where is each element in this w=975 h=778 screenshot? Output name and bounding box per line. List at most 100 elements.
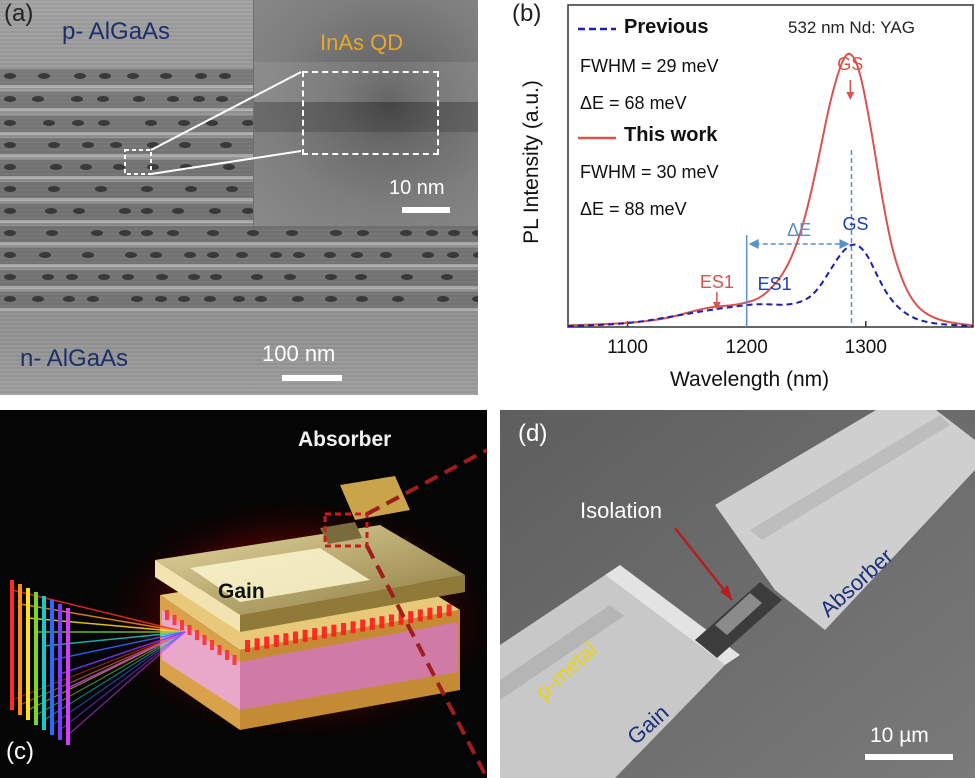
legend-this-work-swatch [578, 136, 616, 140]
quantum-dot [43, 120, 55, 126]
quantum-dot [216, 96, 228, 102]
quantum-dot [125, 252, 137, 258]
quantum-dot [119, 230, 131, 236]
x-tick-label: 1200 [726, 337, 768, 358]
quantum-dot [401, 274, 413, 280]
quantum-dot [156, 274, 168, 280]
quantum-dot [392, 296, 404, 302]
quantum-dot [286, 230, 298, 236]
spectrum-ray [27, 617, 186, 633]
gs-blue-label: GS [842, 214, 868, 234]
quantum-dot [4, 252, 16, 258]
grating-tooth [302, 629, 308, 642]
spectrum-ray [51, 631, 186, 661]
quantum-dot [209, 208, 221, 214]
quantum-dot [207, 230, 219, 236]
quantum-dot [4, 164, 16, 170]
grating-tooth [321, 626, 327, 639]
quantum-dot [160, 73, 172, 79]
panel-b-label: (b) [512, 0, 542, 27]
quantum-dot [91, 230, 103, 236]
quantum-dot [251, 274, 263, 280]
bottom-layer-label: n- AlGaAs [20, 345, 129, 372]
absorber-label-c: Absorber [298, 428, 392, 451]
quantum-dot [82, 142, 94, 148]
spacer-line [0, 286, 478, 289]
quantum-dot [255, 296, 267, 302]
quantum-dot [355, 274, 367, 280]
quantum-dot [400, 230, 412, 236]
quantum-dot [380, 252, 392, 258]
quantum-dot [242, 120, 254, 126]
grating-tooth [417, 609, 423, 622]
panel-a-tem-image: InAs QD 10 nm (a) p- AlGaAs n- AlGaAs 10… [0, 0, 478, 395]
legend-previous-de: ΔE = 68 meV [580, 93, 687, 113]
quantum-dot [357, 230, 369, 236]
quantum-dot [66, 274, 78, 280]
es1-red-label: ES1 [700, 272, 734, 292]
grating-tooth [264, 636, 270, 649]
quantum-dot [119, 208, 131, 214]
quantum-dot [63, 296, 75, 302]
grating-tooth [195, 630, 199, 640]
quantum-dot [441, 274, 453, 280]
quantum-dot [4, 142, 16, 148]
quantum-dot [184, 252, 196, 258]
spectrum-ray [67, 631, 186, 689]
quantum-dot [167, 96, 179, 102]
quantum-dot [270, 252, 282, 258]
quantum-dot [219, 73, 231, 79]
grating-tooth [283, 633, 289, 646]
spectrum-ray [19, 603, 186, 633]
quantum-dot [330, 230, 342, 236]
quantum-dot [113, 164, 125, 170]
spectrum-ray [67, 631, 186, 736]
quantum-dot [324, 252, 336, 258]
quantum-dot [72, 120, 84, 126]
spectrum-ray [11, 631, 186, 701]
spacer-line [0, 220, 478, 223]
main-scale-label: 100 nm [262, 341, 336, 366]
legend-this-work-fwhm: FWHM = 30 meV [580, 162, 719, 182]
quantum-dot [98, 120, 110, 126]
spacer-line [0, 176, 478, 179]
grating-tooth [187, 625, 192, 635]
grating-tooth [360, 619, 366, 632]
quantum-dot [179, 142, 191, 148]
isolation-label: Isolation [580, 498, 662, 523]
quantum-dot [38, 73, 50, 79]
sem-illustration [500, 410, 975, 778]
grating-tooth [217, 645, 222, 655]
device-illustration [10, 448, 487, 778]
es1-blue-label: ES1 [758, 274, 792, 294]
quantum-dot [32, 296, 44, 302]
quantum-dot [45, 208, 57, 214]
spacer-line [0, 85, 478, 88]
gain-label-c: Gain [218, 580, 265, 603]
legend-previous-swatch [578, 27, 616, 31]
grating-tooth [398, 612, 404, 625]
series-previous [567, 243, 974, 328]
quantum-dot [242, 208, 254, 214]
quantum-dot [4, 296, 16, 302]
grating-tooth [408, 611, 414, 624]
spectrum-ray [11, 589, 186, 633]
quantum-dot [437, 296, 449, 302]
quantum-dot [178, 120, 190, 126]
quantum-dot [356, 296, 368, 302]
inset-dashed-box [302, 71, 439, 155]
quantum-dot [155, 296, 167, 302]
legend-previous-fwhm: FWHM = 29 meV [580, 56, 719, 76]
excitation-label: 532 nm Nd: YAG [788, 18, 915, 37]
x-tick-label: 1100 [607, 337, 648, 358]
spacer-line [0, 264, 478, 267]
quantum-dot [185, 186, 197, 192]
quantum-dot [141, 230, 153, 236]
quantum-dot [447, 252, 459, 258]
grating-tooth [210, 640, 214, 650]
quantum-dot [150, 252, 162, 258]
legend-previous: Previous [624, 16, 709, 38]
